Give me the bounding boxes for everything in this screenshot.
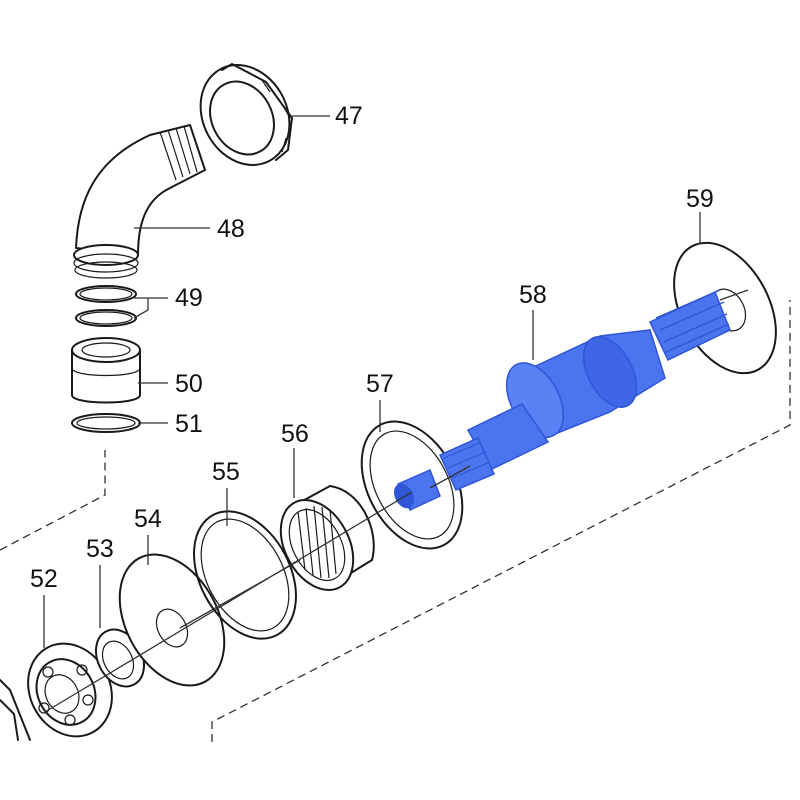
callout-52: 52 xyxy=(30,565,58,593)
part-48-elbow-hose[interactable] xyxy=(73,124,206,279)
part-47-ring-nut[interactable] xyxy=(184,49,307,180)
part-49-o-rings[interactable] xyxy=(75,285,137,327)
leader-lines xyxy=(43,115,701,648)
callout-53: 53 xyxy=(86,535,114,563)
part-58-splined-shaft[interactable] xyxy=(390,289,731,512)
callout-51: 51 xyxy=(175,410,203,438)
callout-59: 59 xyxy=(686,185,714,213)
assembly-boundary-dashed xyxy=(0,300,791,742)
part-59-flange-disc[interactable] xyxy=(653,226,796,391)
part-54-washer[interactable] xyxy=(99,537,246,704)
callout-47: 47 xyxy=(335,102,363,130)
part-56-needle-bearing[interactable] xyxy=(266,485,375,602)
part-50-sleeve[interactable] xyxy=(71,337,141,404)
callout-55: 55 xyxy=(212,458,240,486)
callout-57: 57 xyxy=(366,370,394,398)
callout-58: 58 xyxy=(519,281,547,309)
callout-48: 48 xyxy=(217,215,245,243)
part-51-o-ring[interactable] xyxy=(71,413,141,433)
callout-56: 56 xyxy=(281,420,309,448)
assembly-axis-line xyxy=(44,289,749,713)
callout-54: 54 xyxy=(134,505,162,533)
callout-50: 50 xyxy=(175,370,203,398)
callout-labels: 47 48 49 50 51 52 53 54 55 56 57 58 59 xyxy=(30,102,714,593)
callout-49: 49 xyxy=(175,284,203,312)
